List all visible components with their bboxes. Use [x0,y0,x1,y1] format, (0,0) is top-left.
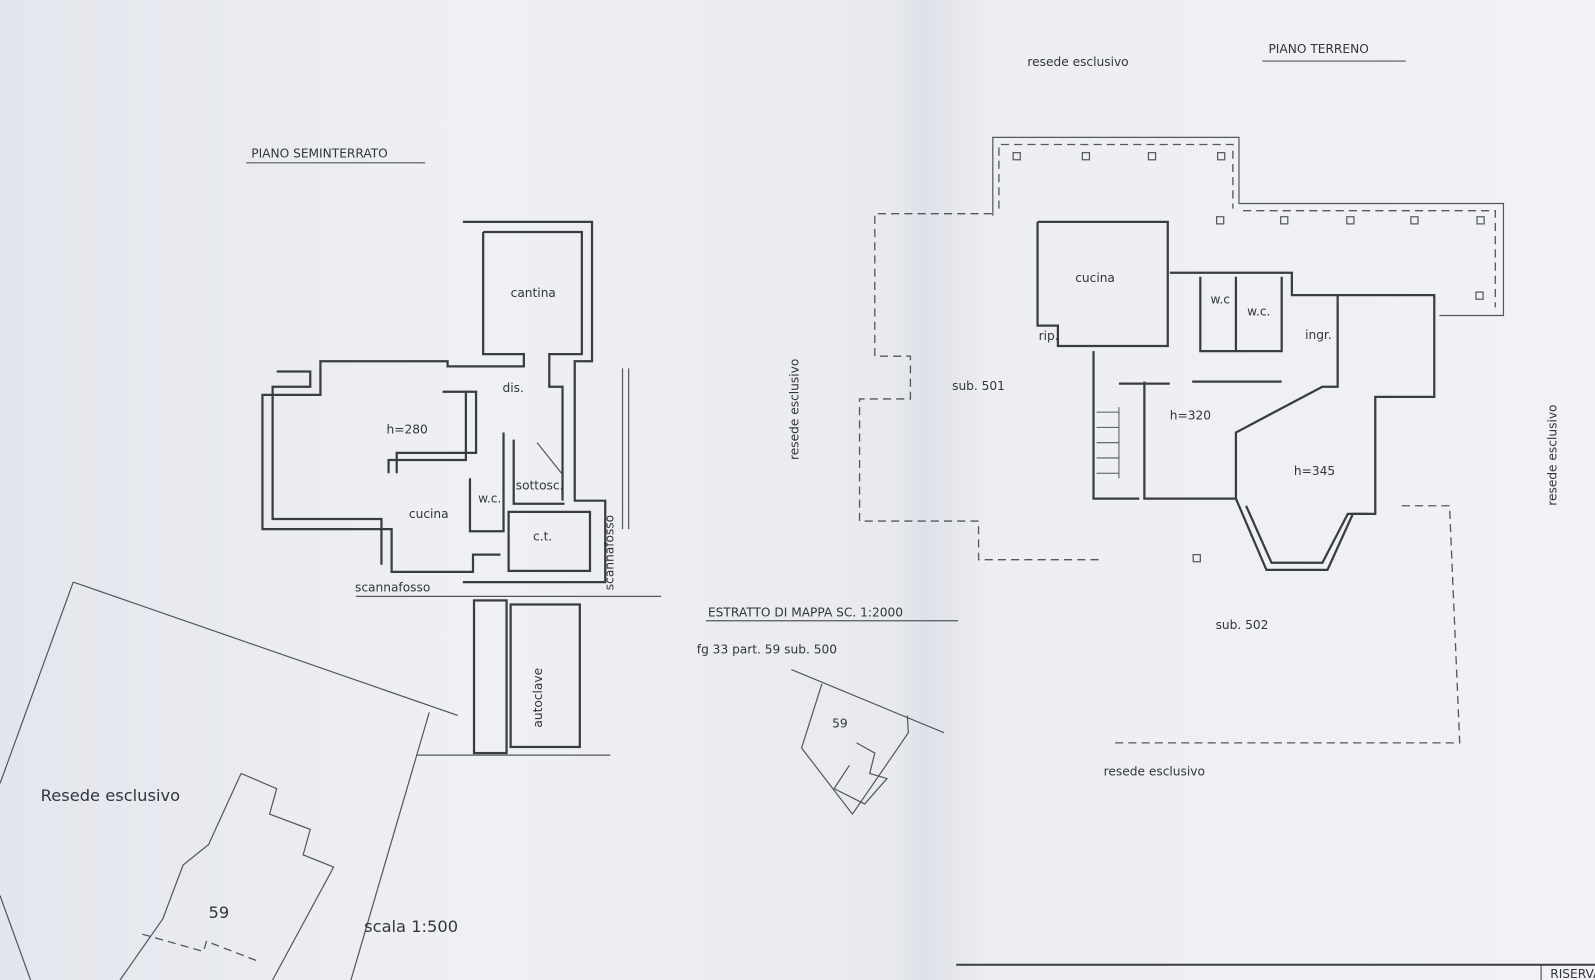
room-ct: c.t. [533,529,552,543]
cadastral-reference: fg 33 part. 59 sub. 500 [697,642,837,656]
map-extract-title: ESTRATTO DI MAPPA SC. 1:2000 [708,606,903,620]
room-wc-1: w.c [1210,292,1229,306]
room-height-320: h=320 [1170,408,1211,422]
piano-seminterrato-plan: PIANO SEMINTERRATO cantina dis. h=280 cu… [246,147,662,756]
stamp-text: RISERVA [1550,967,1595,980]
resede-left-label: resede esclusivo [788,359,802,460]
room-ingresso: ingr. [1305,328,1332,342]
room-ripostiglio: rip. [1039,329,1059,343]
sub-501-label: sub. 501 [952,379,1005,393]
map-parcel-number: 59 [832,717,848,731]
sub-502-label: sub. 502 [1216,618,1269,632]
room-sottoscala: sottosc. [516,478,564,492]
parcel-number: 59 [209,903,230,922]
title-block: RISERVA [956,963,1595,980]
resede-esclusivo-label: Resede esclusivo [41,786,180,805]
scannafosso-label: scannafosso [355,580,430,594]
room-cucina: cucina [409,507,449,521]
site-plan: Resede esclusivo 59 scala 1:500 [0,581,458,980]
room-dis: dis. [503,381,524,395]
left-plan-title: PIANO SEMINTERRATO [251,147,388,161]
right-plan-title: PIANO TERRENO [1268,42,1368,56]
resede-bottom-label: resede esclusivo [1104,764,1205,778]
resede-right-label: resede esclusivo [1545,404,1559,505]
scannafosso-vertical-label: scannafosso [602,515,616,590]
room-cucina-terreno: cucina [1075,271,1115,285]
room-height: h=280 [387,423,428,437]
room-cantina: cantina [511,286,556,300]
room-wc: w.c. [478,492,501,506]
room-wc-2: w.c. [1247,304,1270,318]
room-autoclave: autoclave [531,668,545,728]
map-extract: ESTRATTO DI MAPPA SC. 1:2000 fg 33 part.… [697,606,959,816]
scale-label: scala 1:500 [364,917,458,936]
resede-top-label: resede esclusivo [1027,55,1128,69]
piano-terreno-plan: PIANO TERRENO resede esclusivo cucina ri… [788,42,1560,779]
room-height-345: h=345 [1294,464,1335,478]
